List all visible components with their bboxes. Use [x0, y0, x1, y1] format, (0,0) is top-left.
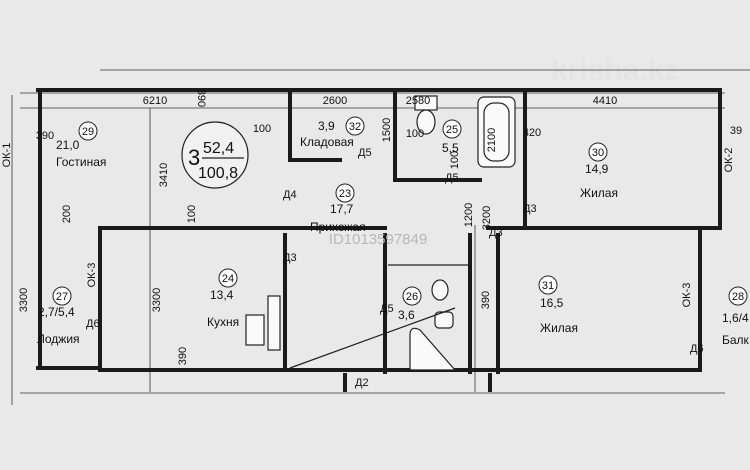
dimension-label: 390 — [480, 291, 492, 309]
window-label: ОК-2 — [723, 148, 735, 173]
apartment-summary: 3 52,4 100,8 — [181, 121, 249, 189]
toilet-icon-2 — [431, 279, 449, 301]
dimension-label: 390 — [195, 89, 207, 107]
dimension-label: 100 — [253, 123, 271, 135]
door-label: Д6 — [86, 318, 100, 330]
room-marker-circle — [538, 275, 558, 295]
door-label: Д4 — [283, 189, 297, 201]
room-name: Гостиная — [56, 155, 106, 169]
room-area: 1,6/4 — [722, 311, 749, 325]
room-area: 13,4 — [210, 288, 234, 302]
dimension-label: 1500 — [381, 118, 393, 142]
summary-total-area: 100,8 — [198, 165, 238, 182]
room-number: 24 — [222, 273, 234, 285]
room-name: Лоджия — [37, 332, 80, 346]
room-marker-circle — [588, 142, 608, 162]
dimension-labels: 6210 390 2600 2580 4410 390 3410 100 1500 100 100 2… — [18, 89, 742, 365]
room-area: 3,9 — [318, 119, 335, 133]
door-label: Д6 — [690, 343, 704, 355]
dimension-label: 39 — [730, 125, 742, 137]
shower-tray-icon — [409, 327, 457, 371]
dimension-label: 390 — [36, 130, 54, 142]
dimension-label: 3300 — [18, 288, 30, 312]
toilet-icon — [416, 109, 436, 135]
dimension-label: 390 — [177, 347, 189, 365]
room-name: Кухня — [207, 315, 239, 329]
dimension-label: 100 — [449, 151, 461, 169]
stove-icon — [267, 295, 281, 351]
door-label: Д5 — [358, 147, 372, 159]
summary-living-area: 52,4 — [203, 140, 234, 157]
room-area: 21,0 — [56, 138, 80, 152]
dimension-label: 3410 — [158, 163, 170, 187]
room-number: 23 — [339, 188, 351, 200]
dimension-label: 2580 — [406, 95, 430, 107]
room-area: 3,6 — [398, 308, 415, 322]
room-number: 28 — [732, 291, 744, 303]
summary-rooms: 3 — [188, 145, 200, 170]
door-label: Д3 — [489, 227, 503, 239]
watermark-text: krisha.kz — [551, 54, 679, 87]
room-marker-circle — [345, 116, 365, 136]
dimension-label: 200 — [61, 205, 73, 223]
dimension-label: 100 — [406, 128, 424, 140]
window-label: ОК-3 — [86, 263, 98, 288]
dimension-label: 4410 — [593, 95, 617, 107]
room-area: 5,5 — [442, 141, 459, 155]
dimension-label: 6210 — [143, 95, 167, 107]
room-number: 30 — [592, 147, 604, 159]
room-number: 29 — [82, 126, 94, 138]
room-number: 27 — [56, 291, 68, 303]
room-name: Балк — [722, 333, 750, 347]
fixtures — [245, 95, 516, 371]
room-area: 17,7 — [330, 202, 354, 216]
room-marker-circle — [728, 286, 748, 306]
dimension-label: 1200 — [463, 203, 475, 227]
dimension-label: 2100 — [486, 128, 498, 152]
room-area: 14,9 — [585, 162, 609, 176]
room-area: 2,7/5,4 — [38, 305, 75, 319]
listing-id-overlay: ID1013597849 — [329, 231, 427, 248]
window-label: ОК-1 — [1, 143, 13, 168]
room-number: 25 — [446, 124, 458, 136]
room-marker-circle — [52, 286, 72, 306]
kitchen-sink-icon — [245, 314, 265, 346]
door-label: Д2 — [355, 377, 369, 389]
dimension-label: 3200 — [481, 206, 493, 230]
room-number: 31 — [542, 280, 554, 292]
room-marker-circle — [78, 121, 98, 141]
door-label: Д5 — [380, 303, 394, 315]
room-marker-circle — [442, 119, 462, 139]
door-label: Д3 — [523, 203, 537, 215]
dimension-label: 3300 — [151, 288, 163, 312]
door-label: Д3 — [283, 252, 297, 264]
dimension-label: 100 — [186, 205, 198, 223]
room-marker-circle — [218, 268, 238, 288]
room-number: 26 — [406, 291, 418, 303]
door-label: Д5 — [445, 172, 459, 184]
room-name: Жилая — [540, 321, 578, 335]
walls — [36, 88, 722, 392]
room-name: Прихожая — [310, 220, 366, 234]
dimension-lines — [11, 69, 750, 405]
room-area: 16,5 — [540, 296, 564, 310]
room-marker-circle — [402, 286, 422, 306]
dimension-label: 420 — [523, 127, 541, 139]
room-marker-circle — [335, 183, 355, 203]
room-name: Кладовая — [300, 135, 354, 149]
room-number: 32 — [349, 121, 361, 133]
dimension-label: 2600 — [323, 95, 347, 107]
window-label: ОК-3 — [681, 283, 693, 308]
room-name: Жилая — [580, 186, 618, 200]
